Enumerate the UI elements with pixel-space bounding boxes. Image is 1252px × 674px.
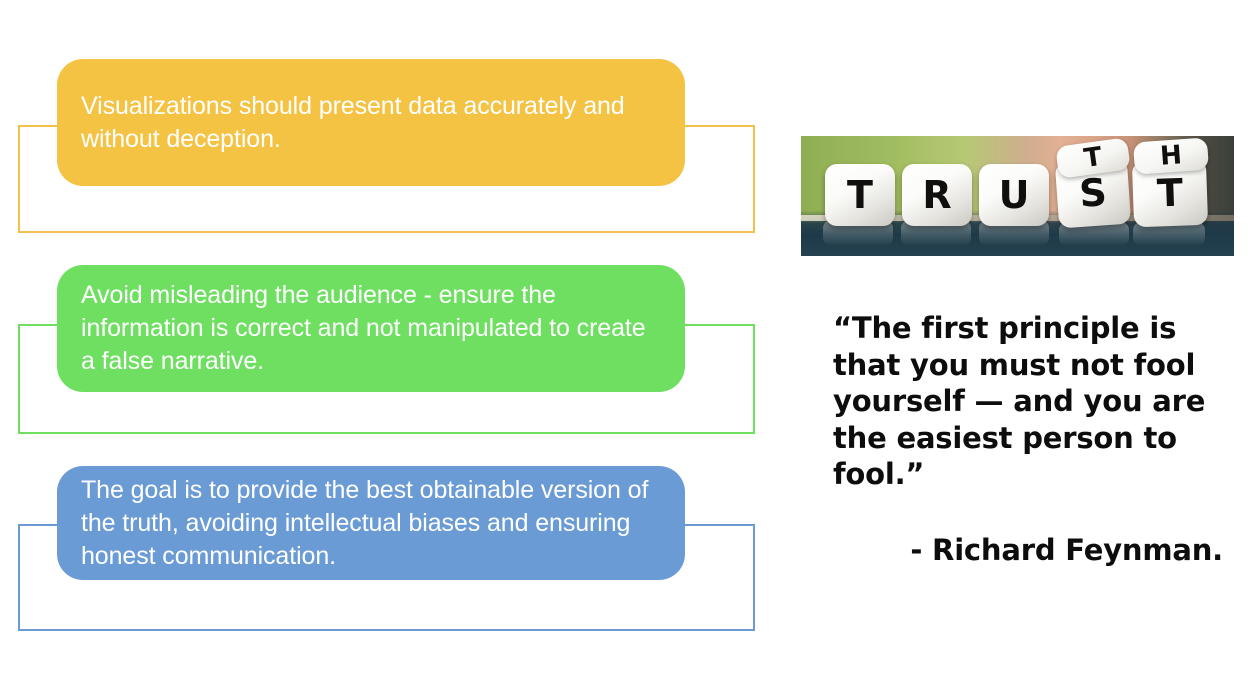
statement-text-goal: The goal is to provide the best obtainab…	[81, 475, 649, 570]
feynman-quote-block: “The first principle is that you must no…	[833, 310, 1233, 567]
statement-text-misleading: Avoid misleading the audience - ensure t…	[81, 281, 646, 375]
statement-pill-misleading: Avoid misleading the audience - ensure t…	[57, 265, 685, 392]
statement-pill-accuracy: Visualizations should present data accur…	[57, 59, 685, 186]
statement-text-accuracy: Visualizations should present data accur…	[81, 91, 625, 153]
die-face-1: T	[825, 164, 895, 226]
quote-attribution: - Richard Feynman.	[910, 532, 1223, 567]
die-face-3: U	[979, 164, 1049, 226]
die-top-face-h: H	[1132, 137, 1210, 175]
trust-dice-image: T R U S T T H	[801, 136, 1234, 256]
statement-pill-goal: The goal is to provide the best obtainab…	[57, 466, 685, 580]
quote-text: “The first principle is that you must no…	[833, 311, 1206, 492]
die-face-2: R	[902, 164, 972, 226]
